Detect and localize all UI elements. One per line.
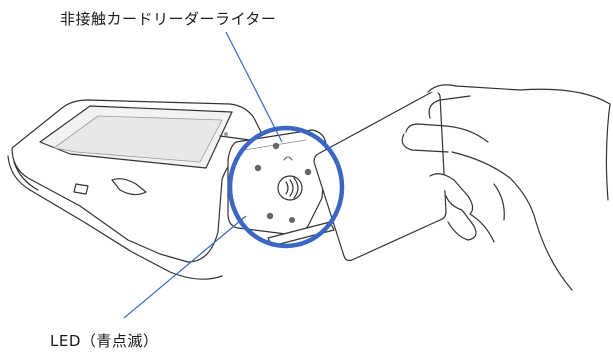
led-label: LED（青点滅） [50, 332, 159, 350]
highlight-ring [227, 125, 345, 249]
sensor-dot [224, 132, 228, 136]
led-dot [304, 168, 312, 176]
led-dot [266, 212, 274, 220]
led-dot [254, 164, 262, 172]
side-button [111, 178, 147, 196]
hand [401, 84, 611, 291]
reader-label: 非接触カードリーダーライター [60, 10, 277, 28]
led-dot [272, 142, 280, 150]
payment-terminal [7, 99, 335, 280]
led-dot [289, 217, 295, 223]
contactless-card [313, 90, 447, 262]
leader-line-reader [225, 31, 283, 143]
leader-line-led [123, 215, 247, 319]
contactless-symbol-icon [277, 175, 303, 201]
